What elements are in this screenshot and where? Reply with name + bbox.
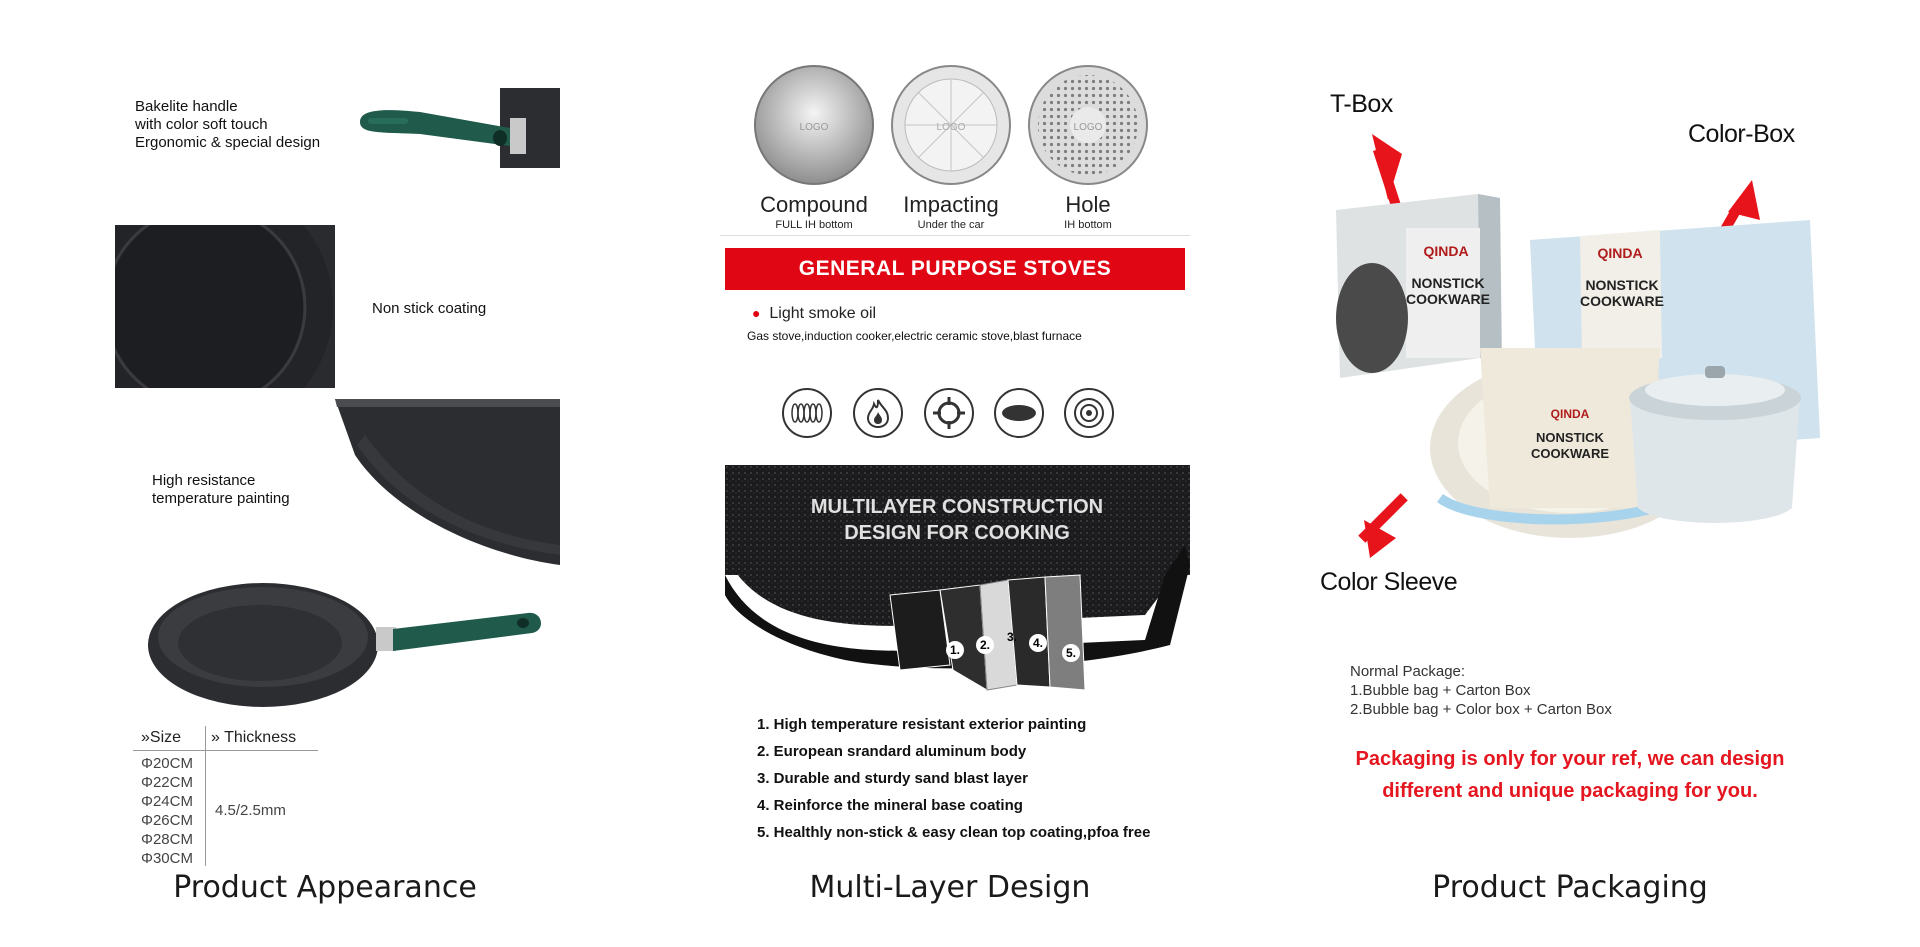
gas-burner-icon xyxy=(924,388,974,438)
tbox-text-1: NONSTICK xyxy=(1411,275,1484,291)
flame-icon xyxy=(853,388,903,438)
layer-item: 2. European srandard aluminum body xyxy=(757,743,1027,760)
normal-package-item: 1.Bubble bag + Carton Box xyxy=(1350,682,1531,699)
colorbox-brand: QINDA xyxy=(1597,245,1642,261)
coating-feature-label: Non stick coating xyxy=(372,300,487,317)
logo-text: LOGO xyxy=(800,122,829,133)
bottom-name-compound: Compound xyxy=(760,192,868,217)
sleeve-brand: QINDA xyxy=(1551,407,1590,421)
logo-text: LOGO xyxy=(937,122,966,133)
colorbox-text-1: NONSTICK xyxy=(1585,277,1658,293)
hole-bottom-image: LOGO xyxy=(1028,65,1148,185)
smoke-line: ● Light smoke oil xyxy=(752,305,876,323)
coating-image xyxy=(115,225,335,388)
tbox-label: T-Box xyxy=(1330,90,1393,118)
caption-multilayer-design: Multi-Layer Design xyxy=(809,870,1091,905)
handle-feature-label: Bakelite handle with color soft touch Er… xyxy=(135,98,321,151)
size-row: Φ26CM xyxy=(141,812,193,829)
note-line-2: different and unique packaging for you. xyxy=(1382,780,1758,802)
sleeve-text-2: COOKWARE xyxy=(1531,446,1609,461)
chevron-icon: » xyxy=(141,729,150,746)
layer-item: 3. Durable and sturdy sand blast layer xyxy=(757,770,1028,787)
chevron-icon: » xyxy=(211,729,220,746)
frying-pan-image xyxy=(148,583,542,707)
stoves-banner: GENERAL PURPOSE STOVES xyxy=(725,248,1185,290)
sleeve-label: Color Sleeve xyxy=(1320,568,1458,596)
table-divider-h xyxy=(133,750,318,751)
normal-package-title: Normal Package: xyxy=(1350,663,1466,680)
coil-stove-icon xyxy=(782,388,832,438)
compound-bottom-image: LOGO xyxy=(754,65,874,185)
divider xyxy=(720,235,1190,236)
tbox-brand: QINDA xyxy=(1423,243,1468,259)
impacting-bottom-image: LOGO xyxy=(891,65,1011,185)
colorbox-label: Color-Box xyxy=(1688,120,1795,148)
colorbox-text-2: COOKWARE xyxy=(1580,293,1664,309)
caption-product-appearance: Product Appearance xyxy=(173,870,477,905)
construction-title-2: DESIGN FOR COOKING xyxy=(844,522,1070,544)
stoves-text: Gas stove,induction cooker,electric cera… xyxy=(747,329,1082,343)
layer-item: 4. Reinforce the mineral base coating xyxy=(757,797,1023,814)
logo-text: LOGO xyxy=(1074,122,1103,133)
size-list: Φ20CM Φ22CM Φ24CM Φ26CM Φ28CM Φ30CM xyxy=(141,754,193,868)
packaging-image: QINDA NONSTICK COOKWARE QINDA NONSTICK C… xyxy=(1336,134,1820,558)
bottom-sub-impacting: Under the car xyxy=(917,219,985,231)
bottom-sub-compound: FULL IH bottom xyxy=(775,219,853,231)
painting-image xyxy=(335,399,560,565)
painting-feature-label: High resistance temperature painting xyxy=(152,472,290,507)
layer-number-2: 2. xyxy=(980,638,990,652)
size-row: Φ30CM xyxy=(141,850,193,867)
tbox-text-2: COOKWARE xyxy=(1406,291,1490,307)
ceramic-stove-icon xyxy=(994,388,1044,438)
layer-number-1: 1. xyxy=(950,643,960,657)
layer-number-5: 5. xyxy=(1066,646,1076,660)
bullet-icon: ● xyxy=(752,305,761,321)
size-table: »Size » Thickness Φ20CM Φ22CM Φ24CM Φ26C… xyxy=(133,726,333,868)
normal-package-item: 2.Bubble bag + Color box + Carton Box xyxy=(1350,701,1612,718)
construction-title-1: MULTILAYER CONSTRUCTION xyxy=(811,496,1103,518)
size-header: Size xyxy=(149,729,182,746)
sleeve-text-1: NONSTICK xyxy=(1536,430,1605,445)
thickness-value: 4.5/2.5mm xyxy=(215,802,286,819)
note-line-1: Packaging is only for your ref, we can d… xyxy=(1355,748,1785,770)
layer-item: 1. High temperature resistant exterior p… xyxy=(757,716,1087,733)
table-divider-v xyxy=(205,726,206,866)
thickness-header: Thickness xyxy=(224,729,297,746)
layer-item: 5. Healthly non-stick & easy clean top c… xyxy=(757,824,1151,841)
multilayer-construction-image: MULTILAYER CONSTRUCTION DESIGN FOR COOKI… xyxy=(725,465,1190,691)
packaging-note: Packaging is only for your ref, we can d… xyxy=(1330,743,1810,807)
layer-list: 1. High temperature resistant exterior p… xyxy=(757,716,1150,851)
size-row: Φ20CM xyxy=(141,755,193,772)
caption-product-packaging: Product Packaging xyxy=(1432,870,1708,905)
induction-icon xyxy=(1064,388,1114,438)
layer-number-3: 3. xyxy=(1007,630,1017,644)
bottom-sub-hole: IH bottom xyxy=(1064,219,1112,231)
size-row: Φ24CM xyxy=(141,793,193,810)
bottom-name-hole: Hole xyxy=(1065,192,1111,217)
size-row: Φ28CM xyxy=(141,831,193,848)
size-row: Φ22CM xyxy=(141,774,193,791)
normal-package-block: Normal Package: 1.Bubble bag + Carton Bo… xyxy=(1350,662,1612,719)
bottom-name-impacting: Impacting xyxy=(903,192,999,217)
smoke-text: Light smoke oil xyxy=(769,305,877,322)
handle-image xyxy=(360,88,560,168)
layer-number-4: 4. xyxy=(1033,636,1043,650)
